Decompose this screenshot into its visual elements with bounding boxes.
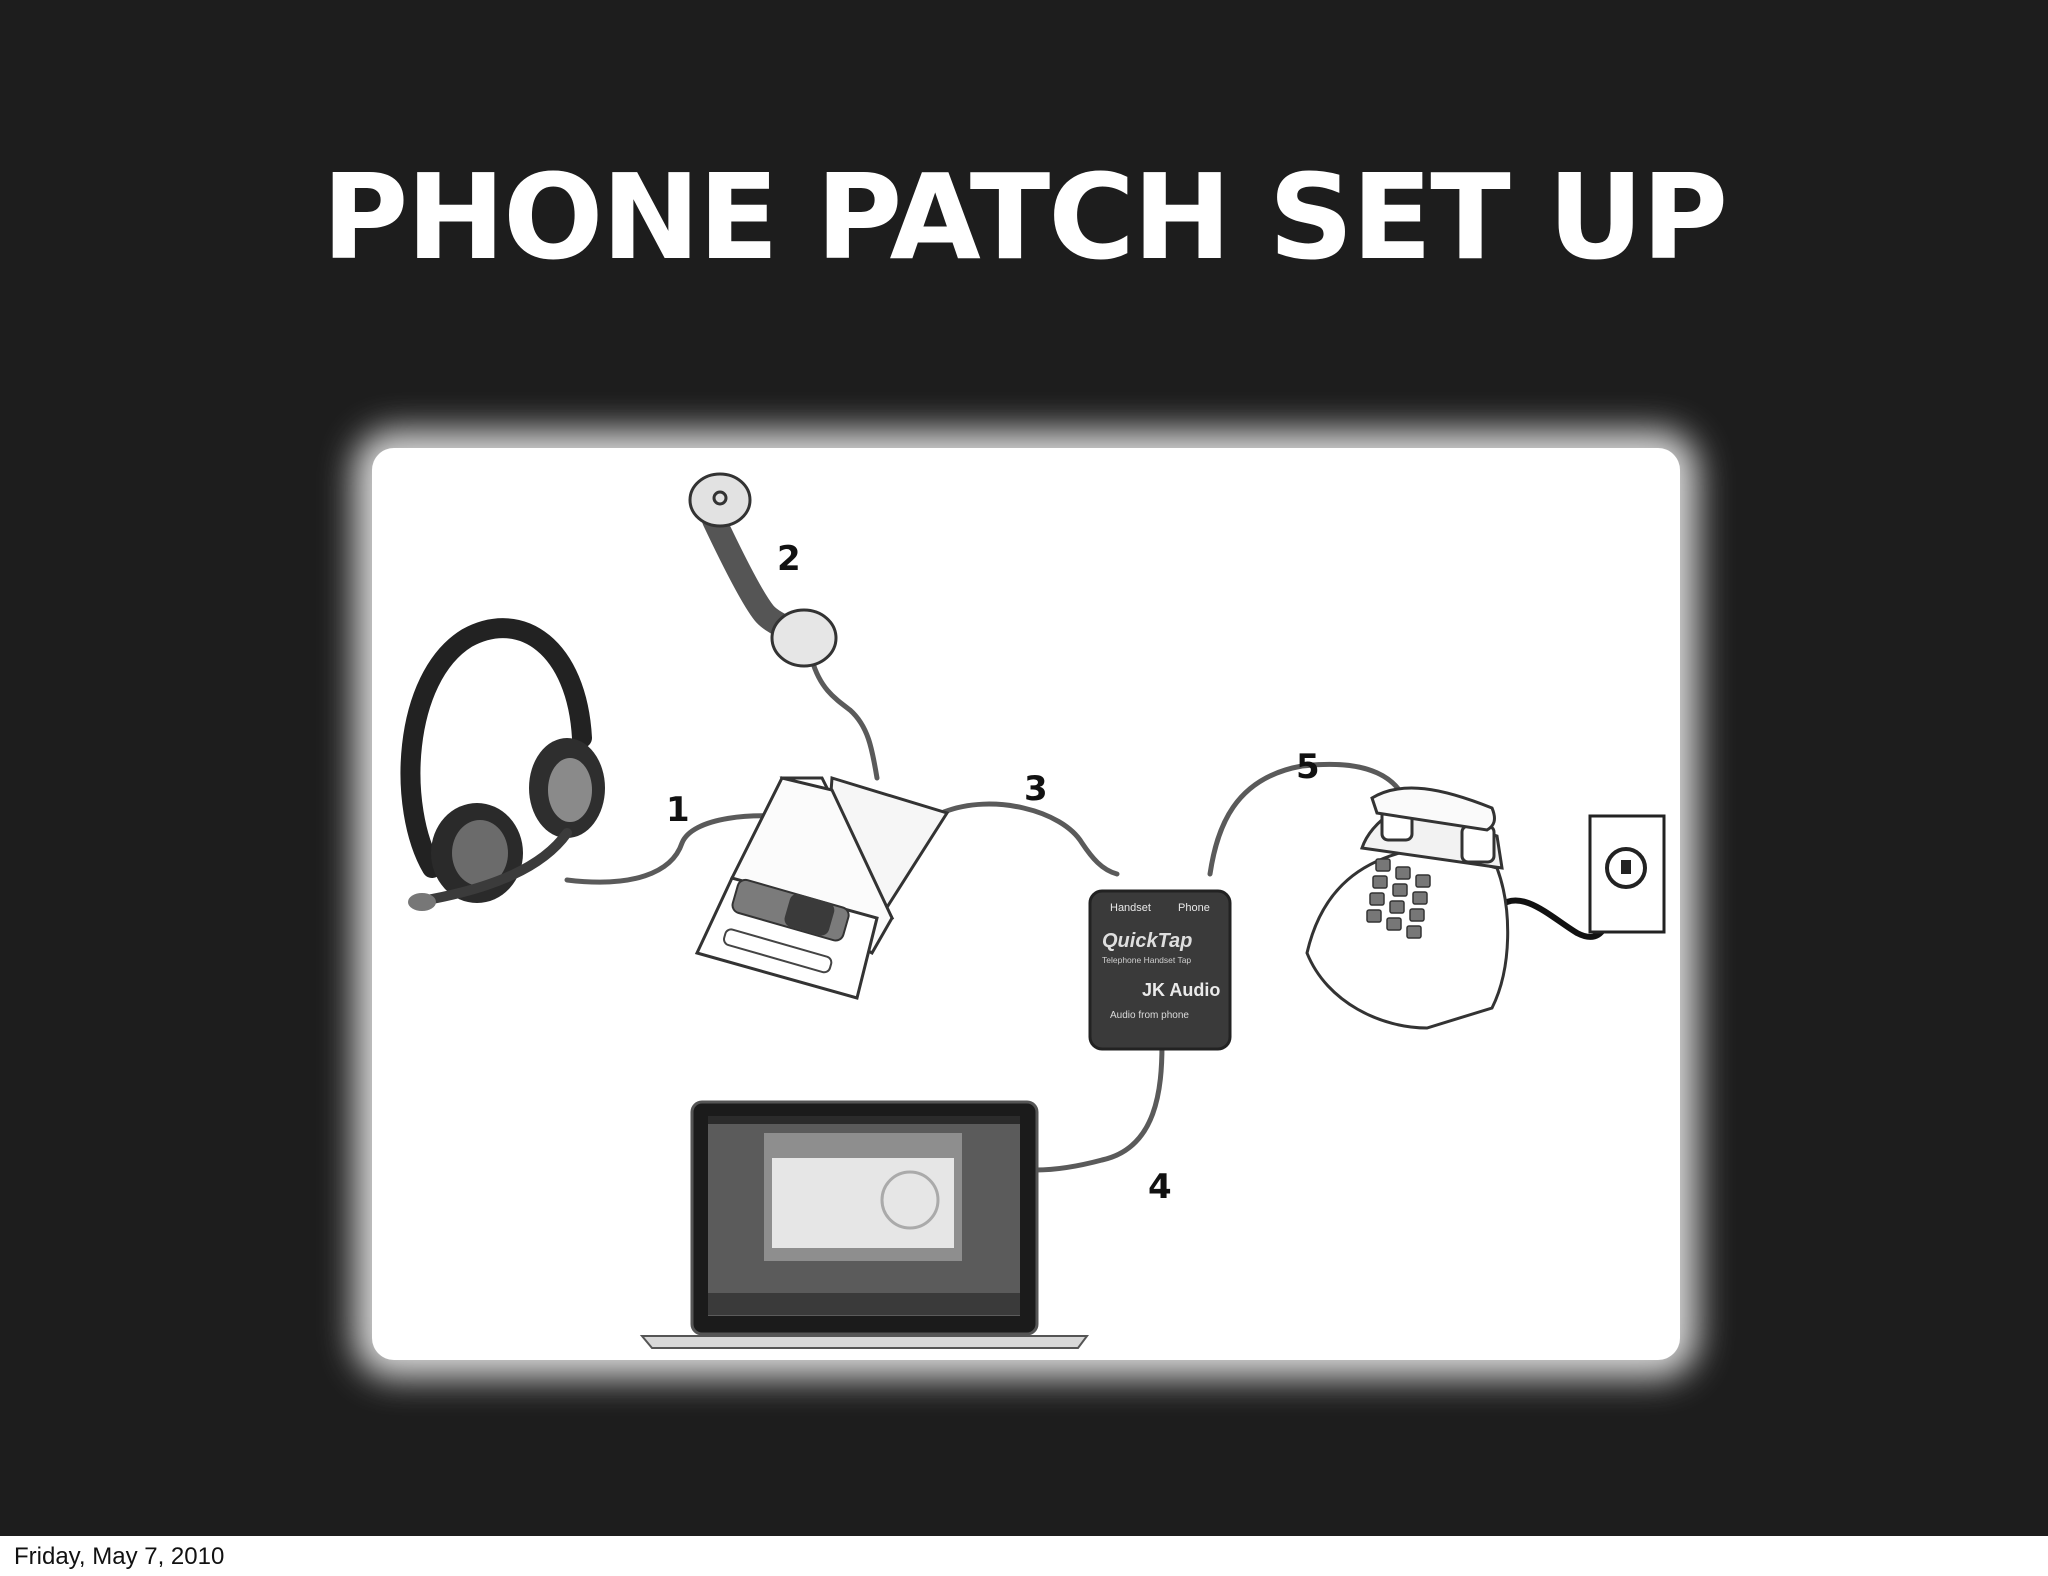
cable-5	[1207, 761, 1409, 877]
cable-3	[941, 801, 1120, 877]
subtitle-label: Telephone Handset Tap	[1102, 955, 1191, 965]
headset-icon	[400, 618, 605, 911]
phone-handset-icon	[688, 472, 838, 668]
laptop-icon	[639, 1100, 1089, 1349]
quicktap-box: Handset Phone QuickTap Telephone Handset…	[1088, 889, 1232, 1051]
phone-patch-diagram: Handset Phone QuickTap Telephone Handset…	[400, 472, 1666, 1349]
jack-left-label: Handset	[1110, 902, 1151, 914]
callout-3: 3	[1024, 769, 1048, 809]
footer-date: Friday, May 7, 2010	[14, 1543, 225, 1570]
cable-4	[1033, 1041, 1165, 1173]
callout-4: 4	[1148, 1167, 1172, 1207]
wall-outlet-icon	[1588, 814, 1666, 934]
caption-label: Audio from phone	[1110, 1010, 1189, 1021]
slide-title: PHONE PATCH SET UP	[321, 148, 1728, 286]
callout-2: 2	[777, 539, 801, 579]
charger-device-icon	[694, 776, 950, 1000]
slide: PHONE PATCH SET UP	[0, 0, 2048, 1536]
diagram-panel: Handset Phone QuickTap Telephone Handset…	[372, 448, 1680, 1360]
callout-5: 5	[1296, 747, 1320, 787]
brand-label: QuickTap	[1102, 930, 1192, 952]
cable-1	[564, 813, 815, 885]
maker-label: JK Audio	[1142, 980, 1220, 1000]
cable-2	[809, 657, 880, 781]
desk-telephone-icon	[1305, 786, 1510, 1030]
jack-right-label: Phone	[1178, 902, 1210, 914]
callout-1: 1	[666, 790, 690, 830]
